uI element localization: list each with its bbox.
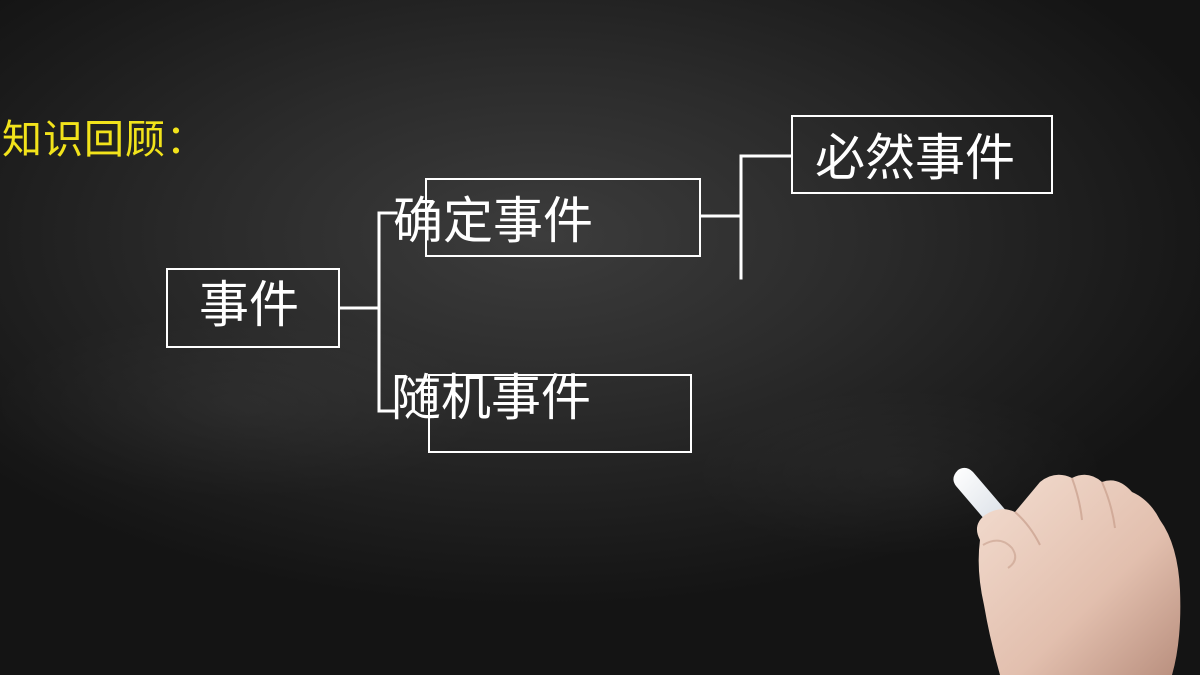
node-label-random: 随机事件: [391, 369, 591, 427]
hand: [976, 474, 1181, 675]
slide-heading: 知识回顾：: [2, 117, 207, 163]
node-label-event: 事件: [199, 276, 299, 334]
node-box-certain: [791, 115, 1053, 194]
node-box-event: [166, 268, 340, 348]
node-label-certain: 必然事件: [815, 129, 1015, 187]
node-box-determined: [425, 178, 701, 257]
node-box-random: [428, 374, 692, 453]
node-label-determined: 确定事件: [393, 192, 593, 250]
